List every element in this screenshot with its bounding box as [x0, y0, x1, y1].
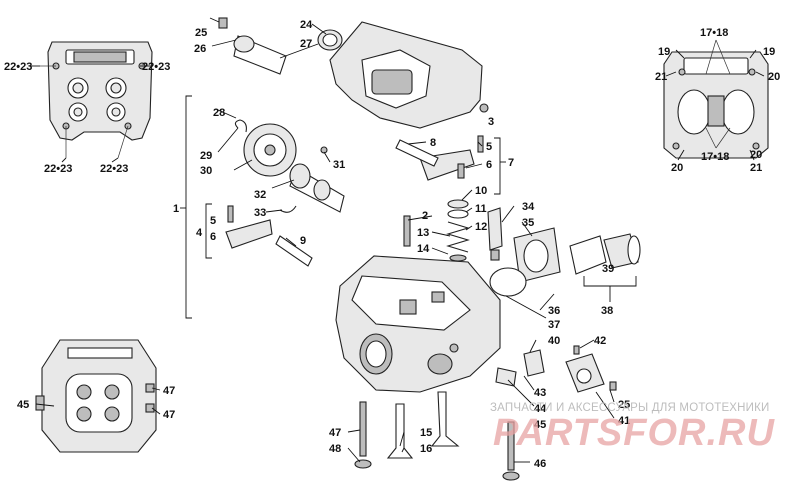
- callout-45a: 45: [534, 419, 546, 431]
- callout-17b: 17•18: [701, 151, 729, 163]
- callout-6a: 6: [210, 231, 216, 243]
- callout-19b: 19: [763, 46, 775, 58]
- leader-lines: [30, 17, 765, 463]
- callout-37: 37: [548, 319, 560, 331]
- watermark-logo: PARTSFOR.RU: [493, 412, 775, 454]
- callout-12: 12: [475, 221, 487, 233]
- spark-plug-and-intake: [487, 207, 641, 297]
- callout-22c: 22•23: [44, 163, 72, 175]
- callout-4: 4: [196, 227, 203, 239]
- callout-21b: 21: [750, 162, 762, 174]
- callout-27: 27: [300, 38, 312, 50]
- callout-40: 40: [548, 335, 560, 347]
- callout-16: 16: [420, 443, 432, 455]
- callout-38: 38: [601, 305, 613, 317]
- callout-42: 42: [594, 335, 606, 347]
- callout-47a: 47: [329, 427, 341, 439]
- callout-25a: 25: [195, 27, 207, 39]
- thermostat-housing: [495, 345, 617, 393]
- callout-33: 33: [254, 207, 266, 219]
- callout-28: 28: [213, 107, 225, 119]
- callout-32: 32: [254, 189, 266, 201]
- callout-20c: 20: [750, 149, 762, 161]
- callout-47b: 47: [163, 385, 175, 397]
- rocker-arm-right: [395, 135, 484, 181]
- callout-26: 26: [194, 43, 206, 55]
- callout-39: 39: [602, 263, 614, 275]
- callout-46: 46: [534, 458, 546, 470]
- callout-20b: 20: [671, 162, 683, 174]
- callout-labels: 25 26 24 27 3 28 29 30 31 32 33 1 5 6 4 …: [4, 19, 780, 470]
- callout-30: 30: [200, 165, 212, 177]
- callout-7: 7: [508, 157, 514, 169]
- callout-14: 14: [417, 243, 430, 255]
- inset-head-bottom-view: [35, 339, 157, 453]
- inset-head-top-right: [663, 39, 769, 159]
- callout-2: 2: [422, 210, 428, 222]
- callout-43: 43: [534, 387, 546, 399]
- callout-45b: 45: [17, 399, 29, 411]
- callout-22d: 22•23: [100, 163, 128, 175]
- callout-11: 11: [475, 203, 487, 215]
- callout-13: 13: [417, 227, 429, 239]
- callout-22a: 22•23: [4, 61, 32, 73]
- camshaft-assembly: [234, 119, 345, 213]
- callout-19a: 19: [658, 46, 670, 58]
- callout-24: 24: [300, 19, 313, 31]
- callout-31: 31: [333, 159, 345, 171]
- cylinder-head-body: [335, 255, 501, 393]
- rocker-arm-left: [225, 205, 313, 267]
- callout-47c: 47: [163, 409, 175, 421]
- callout-41: 41: [618, 415, 630, 427]
- callout-35: 35: [522, 217, 534, 229]
- callout-29: 29: [200, 150, 212, 162]
- callout-3: 3: [488, 116, 494, 128]
- callout-36: 36: [548, 305, 560, 317]
- callout-15: 15: [420, 427, 432, 439]
- callout-10: 10: [475, 185, 487, 197]
- inset-head-top-view: [40, 41, 153, 159]
- callout-44: 44: [534, 403, 547, 415]
- callout-48: 48: [329, 443, 341, 455]
- valve-spring-stack: [403, 199, 470, 262]
- callout-25b: 25: [618, 399, 630, 411]
- callout-6b: 6: [486, 159, 492, 171]
- callout-22b: 22•23: [142, 61, 170, 73]
- callout-1: 1: [173, 203, 179, 215]
- watermark-tagline: ЗАПЧАСТИ И АКСЕССУАРЫ ДЛЯ МОТОТЕХНИКИ: [490, 402, 770, 414]
- callout-5a: 5: [210, 215, 216, 227]
- callout-17a: 17•18: [700, 27, 728, 39]
- callout-34: 34: [522, 201, 535, 213]
- callout-8: 8: [430, 137, 436, 149]
- callout-5b: 5: [486, 141, 492, 153]
- valve-cover: [218, 17, 489, 129]
- valves-and-studs: [354, 391, 520, 481]
- callout-20a: 20: [768, 71, 780, 83]
- callout-21a: 21: [655, 71, 667, 83]
- callout-9: 9: [300, 235, 306, 247]
